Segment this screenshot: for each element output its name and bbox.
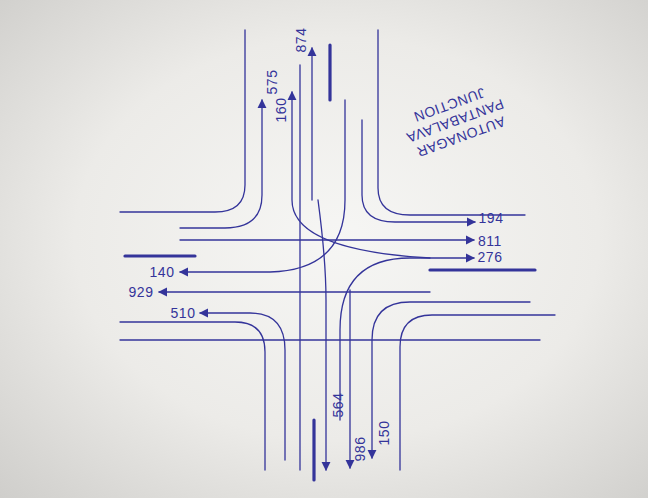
traffic-volume: 150 bbox=[377, 421, 391, 446]
traffic-volume: 276 bbox=[478, 250, 503, 264]
traffic-volume: 929 bbox=[129, 285, 154, 299]
traffic-volume: 811 bbox=[478, 234, 502, 248]
traffic-volume: 194 bbox=[479, 211, 504, 225]
traffic-volume: 986 bbox=[353, 437, 367, 462]
traffic-volume: 564 bbox=[331, 393, 345, 418]
traffic-volume: 510 bbox=[171, 306, 196, 320]
traffic-volume: 575 bbox=[265, 70, 279, 95]
junction-title: AUTONAGAR PANTABALAVA JUNCTION bbox=[391, 76, 519, 164]
traffic-volume: 874 bbox=[294, 28, 308, 53]
traffic-volume: 160 bbox=[274, 98, 288, 123]
traffic-volume: 140 bbox=[150, 265, 175, 279]
